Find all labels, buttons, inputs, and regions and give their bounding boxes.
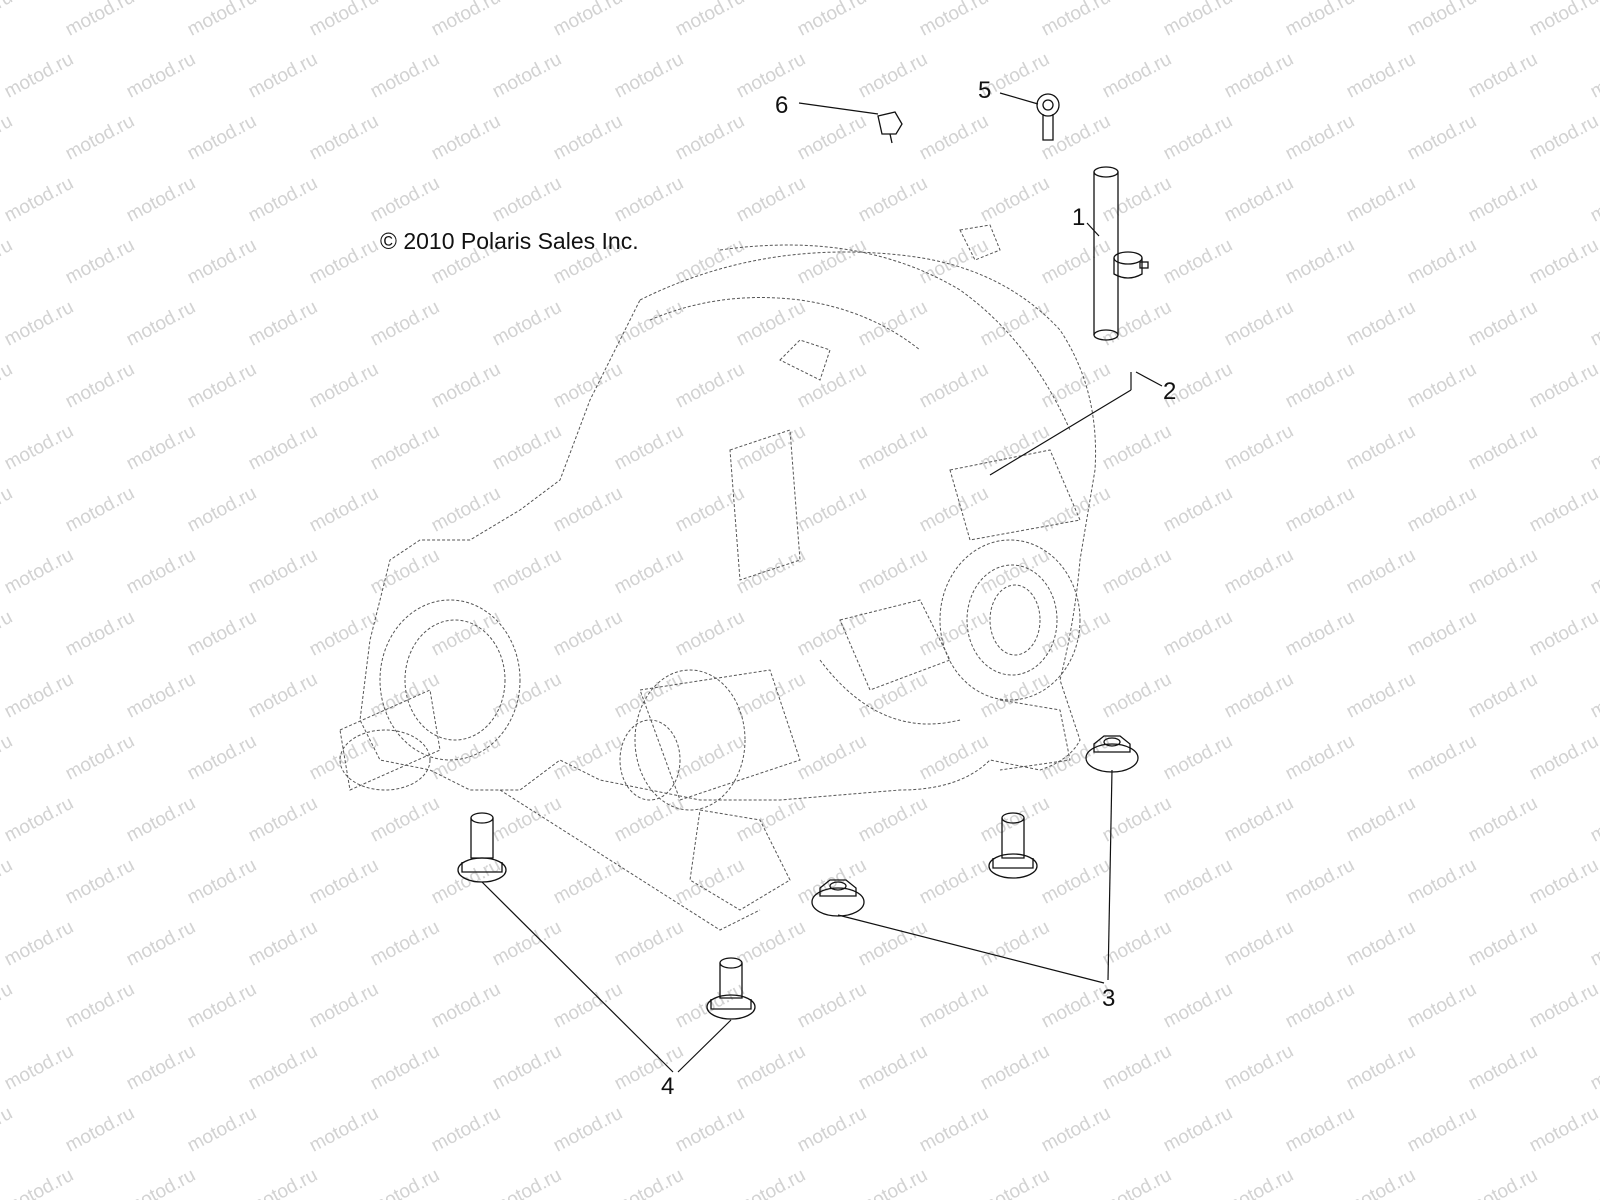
part-4-bolt-bottom xyxy=(706,957,756,1020)
callout-5: 5 xyxy=(978,77,992,104)
leader-lines xyxy=(481,92,1163,1073)
part-4-bolt-left xyxy=(457,812,507,883)
gearcase-housing xyxy=(339,224,1097,931)
callout-3: 3 xyxy=(1102,985,1116,1012)
part-4-bolt-center xyxy=(988,812,1038,879)
part-2-clamp xyxy=(1113,251,1149,279)
callout-6: 6 xyxy=(775,92,789,119)
part-5-fitting xyxy=(1036,93,1060,141)
part-3-nut-upper xyxy=(1085,735,1139,773)
callout-4: 4 xyxy=(661,1073,675,1100)
callout-2: 2 xyxy=(1163,378,1177,405)
part-6-clip xyxy=(877,111,903,144)
copyright-notice: © 2010 Polaris Sales Inc. xyxy=(380,228,639,254)
callout-1: 1 xyxy=(1072,204,1086,231)
part-3-nut-lower xyxy=(811,879,865,917)
part-1-tube xyxy=(1093,166,1119,341)
